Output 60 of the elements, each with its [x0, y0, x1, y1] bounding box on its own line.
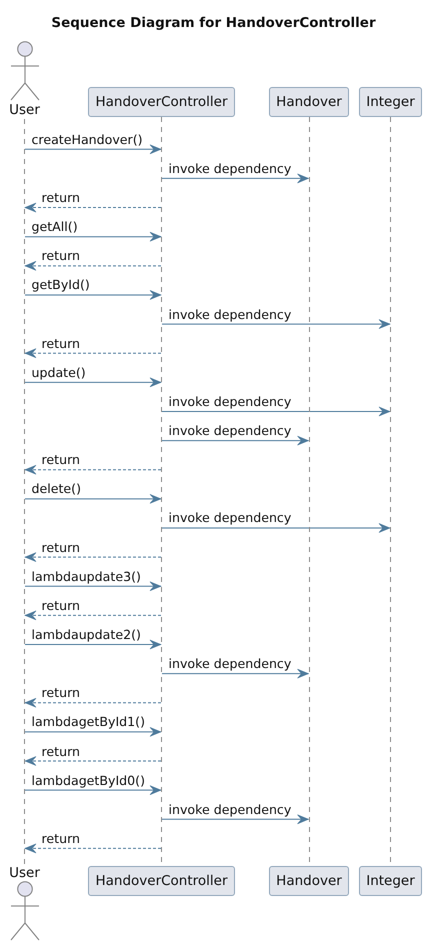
- message-label: delete(): [32, 482, 82, 496]
- message-label: return: [42, 832, 80, 846]
- message-label: invoke dependency: [168, 308, 292, 322]
- message-arrow: [162, 174, 309, 184]
- participant-box: Integer: [359, 866, 422, 896]
- message-arrow: [24, 378, 162, 388]
- message-label: return: [42, 686, 80, 700]
- participant-box: Handover: [269, 87, 349, 117]
- participant-box: HandoverController: [88, 87, 235, 117]
- return-arrow: [24, 610, 162, 620]
- message-label: lambdaupdate2(): [32, 628, 141, 642]
- message-label: return: [42, 336, 80, 351]
- message-arrow: [24, 785, 162, 795]
- message-label: invoke dependency: [168, 424, 292, 438]
- message-label: lambdaupdate3(): [32, 570, 141, 584]
- lifeline: [24, 119, 25, 864]
- message-label: return: [42, 540, 80, 555]
- actor-label: User: [9, 866, 40, 880]
- message-label: invoke dependency: [168, 394, 292, 409]
- message-arrow: [24, 232, 162, 242]
- message-label: return: [42, 598, 80, 613]
- message-label: return: [42, 453, 80, 468]
- message-label: return: [42, 744, 80, 759]
- message-arrow: [162, 319, 390, 329]
- message-arrow: [162, 406, 390, 416]
- actor-label: User: [9, 103, 40, 117]
- message-arrow: [24, 144, 162, 154]
- message-label: return: [42, 191, 80, 206]
- return-arrow: [24, 698, 162, 708]
- message-arrow: [162, 814, 309, 824]
- message-label: getAll(): [32, 220, 78, 234]
- message-arrow: [24, 581, 162, 592]
- participant-box: Handover: [269, 866, 349, 896]
- return-arrow: [24, 202, 162, 212]
- message-label: invoke dependency: [168, 511, 292, 526]
- return-arrow: [24, 464, 162, 475]
- message-label: invoke dependency: [168, 162, 292, 176]
- participant-box: Integer: [359, 87, 422, 117]
- message-arrow: [24, 727, 162, 737]
- message-label: return: [42, 249, 80, 264]
- message-label: getById(): [32, 278, 90, 292]
- message-label: update(): [32, 366, 86, 380]
- message-arrow: [162, 523, 390, 533]
- message-arrow: [24, 494, 162, 504]
- diagram-title: Sequence Diagram for HandoverController: [51, 15, 376, 31]
- message-label: lambdagetById0(): [32, 774, 146, 788]
- message-label: invoke dependency: [168, 657, 292, 672]
- message-label: lambdagetById1(): [32, 715, 146, 730]
- return-arrow: [24, 348, 162, 358]
- message-arrow: [24, 640, 162, 650]
- return-arrow: [24, 844, 162, 854]
- return-arrow: [24, 756, 162, 766]
- message-label: invoke dependency: [168, 802, 292, 817]
- participant-box: HandoverController: [88, 866, 235, 896]
- message-arrow: [24, 290, 162, 300]
- message-arrow: [162, 668, 309, 678]
- message-label: createHandover(): [32, 132, 143, 147]
- return-arrow: [24, 261, 162, 271]
- return-arrow: [24, 552, 162, 562]
- message-arrow: [162, 436, 309, 446]
